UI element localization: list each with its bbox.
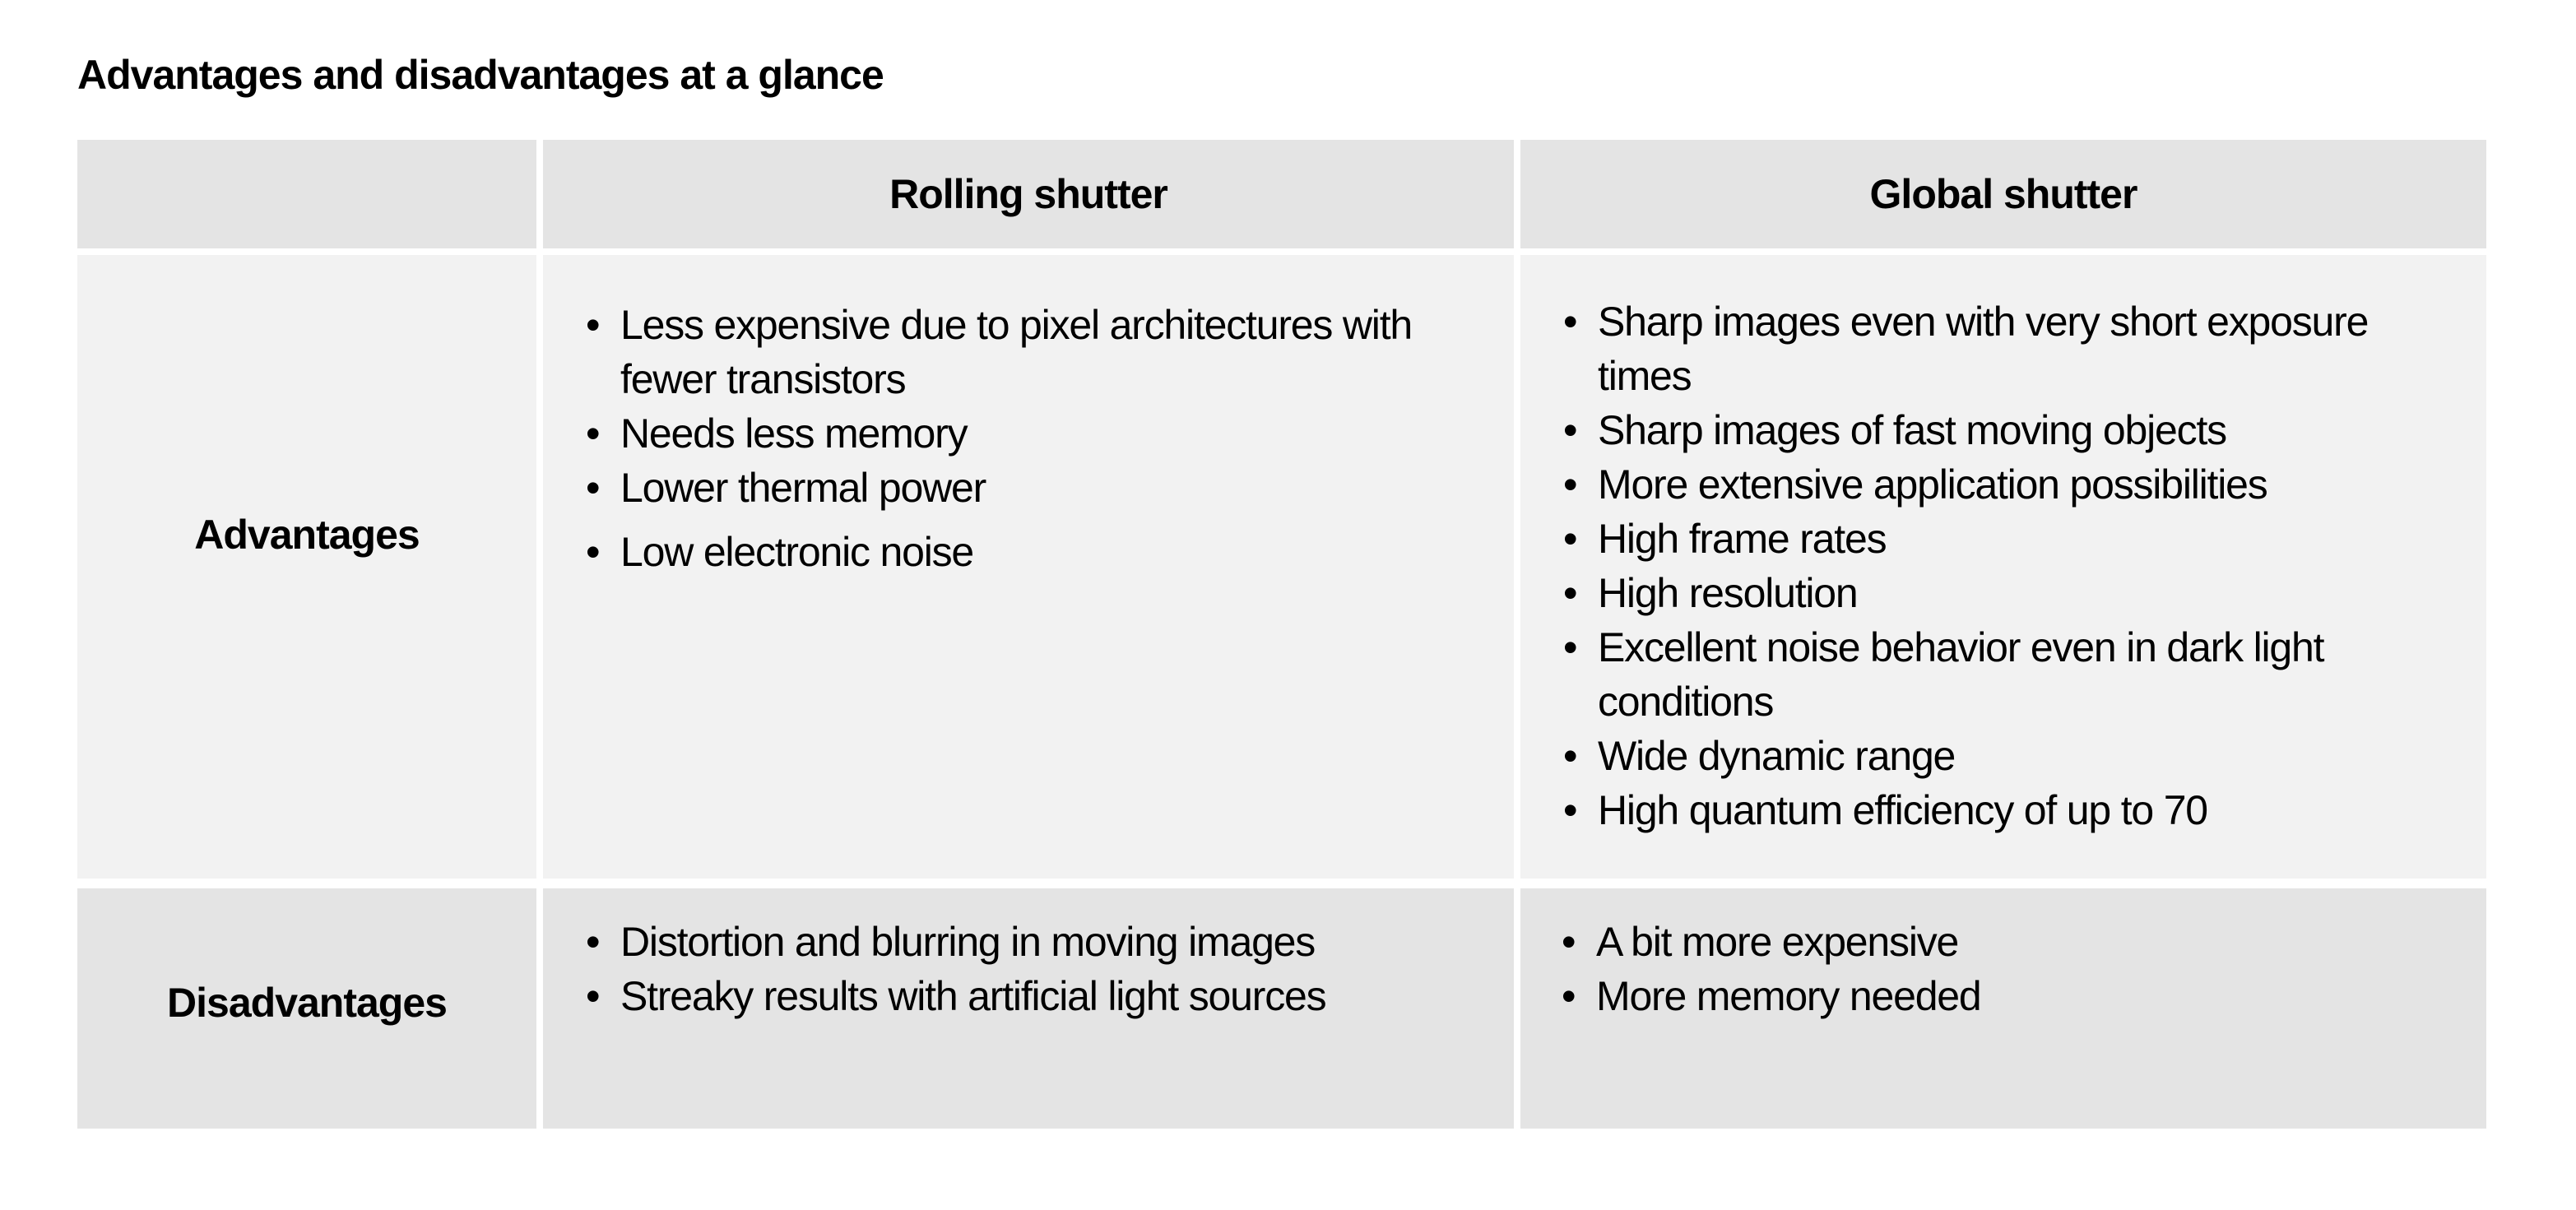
list-item: Low electronic noise	[586, 525, 1499, 579]
bullet-list: Sharp images even with very short exposu…	[1563, 294, 2468, 837]
row-header-disadvantages: Disadvantages	[77, 888, 536, 1129]
cell-rolling-disadvantages: Distortion and blurring in moving images…	[543, 888, 1514, 1129]
bullet-list: Less expensive due to pixel architecture…	[586, 298, 1499, 579]
header-empty-cell	[77, 140, 536, 248]
list-item: Lower thermal power	[586, 461, 1499, 515]
list-item: More extensive application possibilities	[1563, 457, 2468, 512]
list-item: Streaky results with artificial light so…	[586, 969, 1499, 1023]
row-label: Disadvantages	[167, 980, 448, 1026]
list-item: Needs less memory	[586, 406, 1499, 461]
list-item: Less expensive due to pixel architecture…	[586, 298, 1499, 406]
column-header: Global shutter	[1869, 171, 2138, 217]
list-item: High quantum efficiency of up to 70	[1563, 783, 2468, 837]
column-header: Rolling shutter	[889, 171, 1168, 217]
list-item: Sharp images even with very short exposu…	[1563, 294, 2468, 403]
row-header-advantages: Advantages	[77, 255, 536, 879]
cell-rolling-advantages: Less expensive due to pixel architecture…	[543, 255, 1514, 879]
list-item: Sharp images of fast moving objects	[1563, 403, 2468, 457]
list-item: Distortion and blurring in moving images	[586, 915, 1499, 969]
list-item: Excellent noise behavior even in dark li…	[1563, 620, 2468, 729]
cell-global-advantages: Sharp images even with very short exposu…	[1520, 255, 2486, 879]
list-item: A bit more expensive	[1562, 915, 2467, 969]
header-rolling-shutter: Rolling shutter	[543, 140, 1514, 248]
list-item: More memory needed	[1562, 969, 2467, 1023]
page-title: Advantages and disadvantages at a glance	[77, 52, 884, 98]
bullet-list: Distortion and blurring in moving images…	[586, 915, 1499, 1023]
list-item: Wide dynamic range	[1563, 729, 2468, 783]
cell-global-disadvantages: A bit more expensive More memory needed	[1520, 888, 2486, 1129]
row-label: Advantages	[194, 512, 420, 558]
bullet-list: A bit more expensive More memory needed	[1562, 915, 2467, 1023]
list-item: High resolution	[1563, 566, 2468, 620]
header-global-shutter: Global shutter	[1520, 140, 2486, 248]
list-item: High frame rates	[1563, 512, 2468, 566]
